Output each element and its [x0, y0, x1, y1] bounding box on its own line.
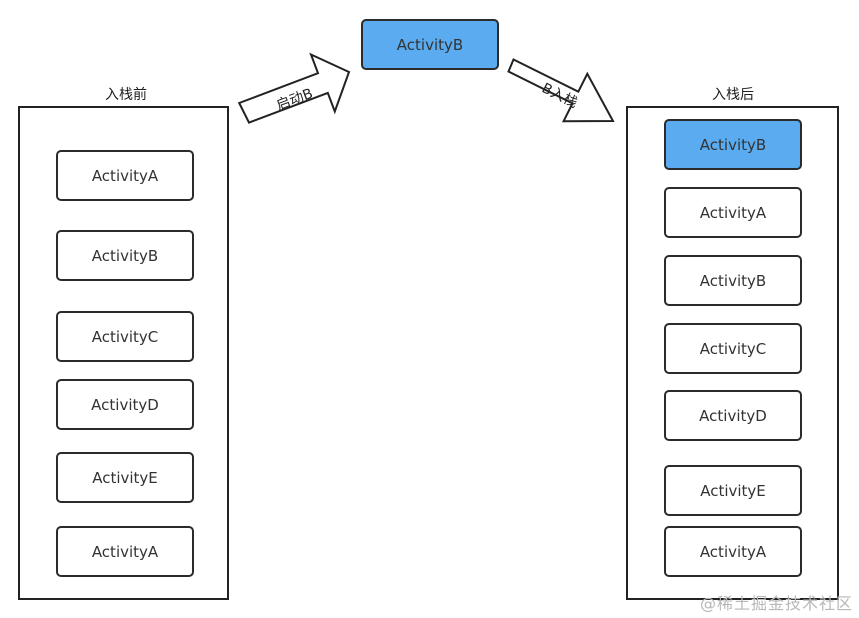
left-stack-item-6: ActivityA: [56, 526, 194, 577]
left-stack-item-5: ActivityE: [56, 452, 194, 503]
push-arrow: B入栈: [507, 58, 615, 123]
start-arrow-shape: [237, 52, 351, 124]
start-arrow: 启动B: [237, 52, 351, 124]
left-stack-label: 入栈前: [105, 87, 147, 103]
push-arrow-shape: [507, 58, 615, 123]
left-stack-item-2: ActivityB: [56, 230, 194, 281]
right-stack-item-7: ActivityA: [664, 526, 802, 577]
right-stack-item-2: ActivityA: [664, 187, 802, 238]
right-stack-item-6: ActivityE: [664, 465, 802, 516]
left-stack-item-4: ActivityD: [56, 379, 194, 430]
launched-activity: ActivityB: [361, 19, 499, 70]
right-stack-item-4: ActivityC: [664, 323, 802, 374]
right-stack-item-3: ActivityB: [664, 255, 802, 306]
left-stack-item-3: ActivityC: [56, 311, 194, 362]
right-stack-label: 入栈后: [712, 87, 754, 103]
push-arrow-label: B入栈: [539, 80, 580, 111]
right-stack-item-1: ActivityB: [664, 119, 802, 170]
start-arrow-label: 启动B: [274, 86, 315, 114]
left-stack-item-1: ActivityA: [56, 150, 194, 201]
right-stack-item-5: ActivityD: [664, 390, 802, 441]
watermark: @稀土掘金技术社区: [699, 594, 853, 613]
